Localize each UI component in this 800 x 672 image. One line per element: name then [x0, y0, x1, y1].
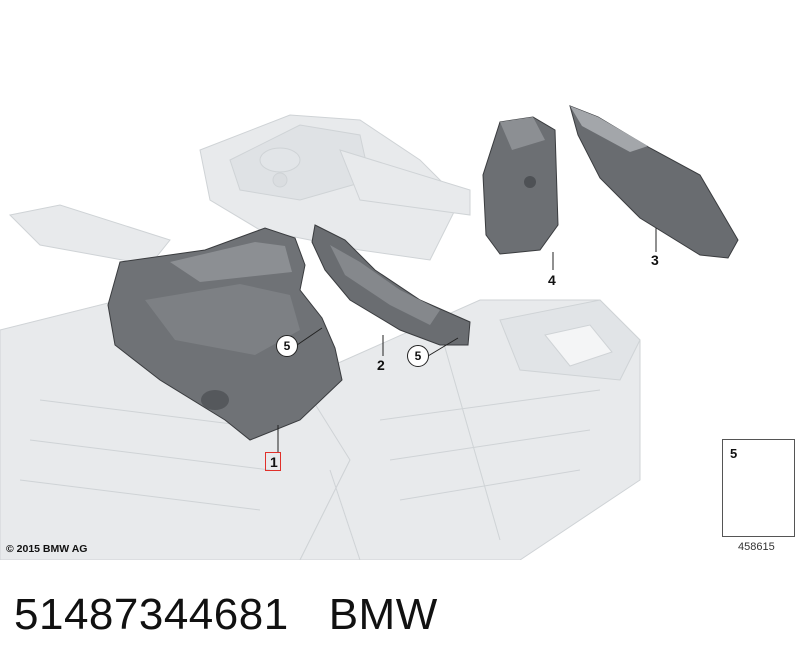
part-number: 51487344681 [14, 590, 289, 639]
legend-item-number: 5 [730, 446, 738, 461]
part-3-shape [569, 105, 739, 259]
callout-clip-5b[interactable]: 5 [407, 345, 429, 367]
part-4-shape [482, 116, 559, 255]
callout-part-1[interactable]: 1 [270, 454, 278, 470]
part-1-shape [107, 227, 343, 441]
callout-part-4[interactable]: 4 [548, 272, 556, 288]
callout-part-2[interactable]: 2 [377, 357, 385, 373]
part-2-shape [311, 224, 471, 346]
brand-name: BMW [328, 590, 438, 639]
drawing-code: 458615 [738, 541, 775, 553]
footer-caption: 51487344681 BMW [14, 590, 438, 640]
leader-lines [277, 228, 657, 452]
selected-part-highlight [265, 452, 281, 471]
callout-clip-5a[interactable]: 5 [276, 335, 298, 357]
callout-part-3[interactable]: 3 [651, 252, 659, 268]
vehicle-body-structure [0, 114, 641, 560]
parts-diagram [0, 105, 795, 560]
copyright-notice: © 2015 BMW AG [6, 543, 88, 555]
legend-box [722, 439, 795, 537]
